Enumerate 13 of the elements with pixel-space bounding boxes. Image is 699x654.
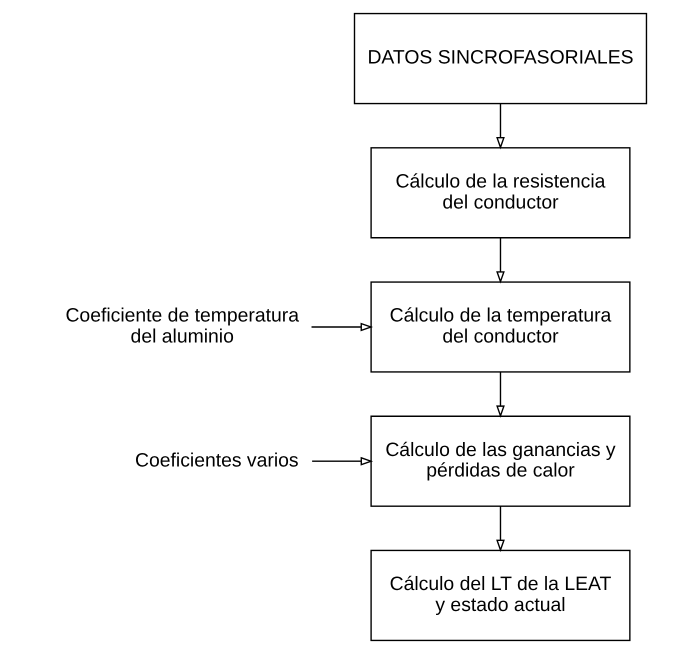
node-box: Cálculo de las ganancias y pérdidas de calor xyxy=(370,416,630,507)
arrow xyxy=(496,104,504,150)
arrow xyxy=(496,238,504,284)
arrow xyxy=(496,372,504,418)
arrow xyxy=(311,322,373,332)
node-box: Cálculo de la temperatura del conductor xyxy=(370,281,630,373)
node-text: Coeficientes varios xyxy=(134,449,298,472)
arrow xyxy=(496,506,504,552)
node-box: Cálculo del LT de la LEAT y estado actual xyxy=(370,550,630,642)
arrow xyxy=(312,456,373,466)
node-box: DATOS SINCROFASORIALES xyxy=(353,12,647,104)
node-box: Cálculo de la resistencia del conductor xyxy=(370,147,630,238)
node-text: Coeficiente de temperatura del aluminio xyxy=(64,304,298,348)
